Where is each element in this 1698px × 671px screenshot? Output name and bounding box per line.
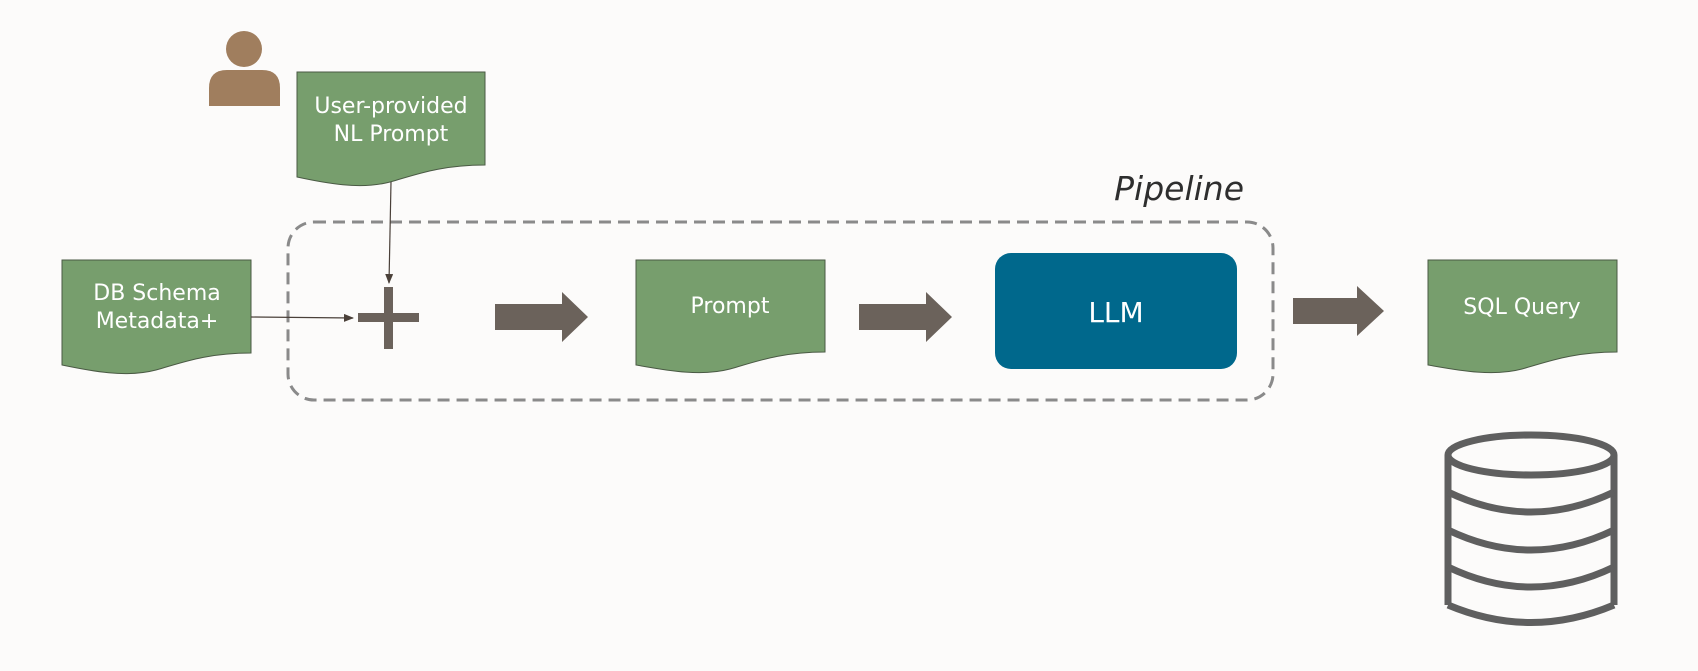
arrow-right-icon	[859, 292, 952, 342]
schema-document: DB Schema Metadata+	[61, 259, 252, 375]
sql-query-label: SQL Query	[1463, 295, 1580, 320]
schema-line1: DB Schema	[93, 281, 220, 306]
user-icon	[209, 31, 280, 106]
llm-label: LLM	[1088, 296, 1143, 329]
arrow-right-icon	[1293, 286, 1384, 336]
prompt-document: Prompt	[635, 259, 826, 374]
arrow-right-icon	[495, 292, 588, 342]
plus-icon	[358, 287, 419, 349]
pipeline-container	[286, 220, 1275, 402]
schema-connector	[250, 313, 354, 322]
sql-query-document: SQL Query	[1427, 259, 1618, 374]
user-prompt-connector	[385, 181, 394, 284]
database-icon	[1444, 431, 1618, 626]
llm-box: LLM	[995, 253, 1237, 369]
schema-line2: Metadata+	[96, 309, 219, 334]
pipeline-label: Pipeline	[1114, 169, 1244, 208]
prompt-label: Prompt	[691, 294, 770, 319]
user-prompt-document: User-provided NL Prompt	[296, 71, 486, 187]
user-prompt-line1: User-provided	[314, 94, 467, 119]
user-prompt-line2: NL Prompt	[334, 122, 449, 147]
